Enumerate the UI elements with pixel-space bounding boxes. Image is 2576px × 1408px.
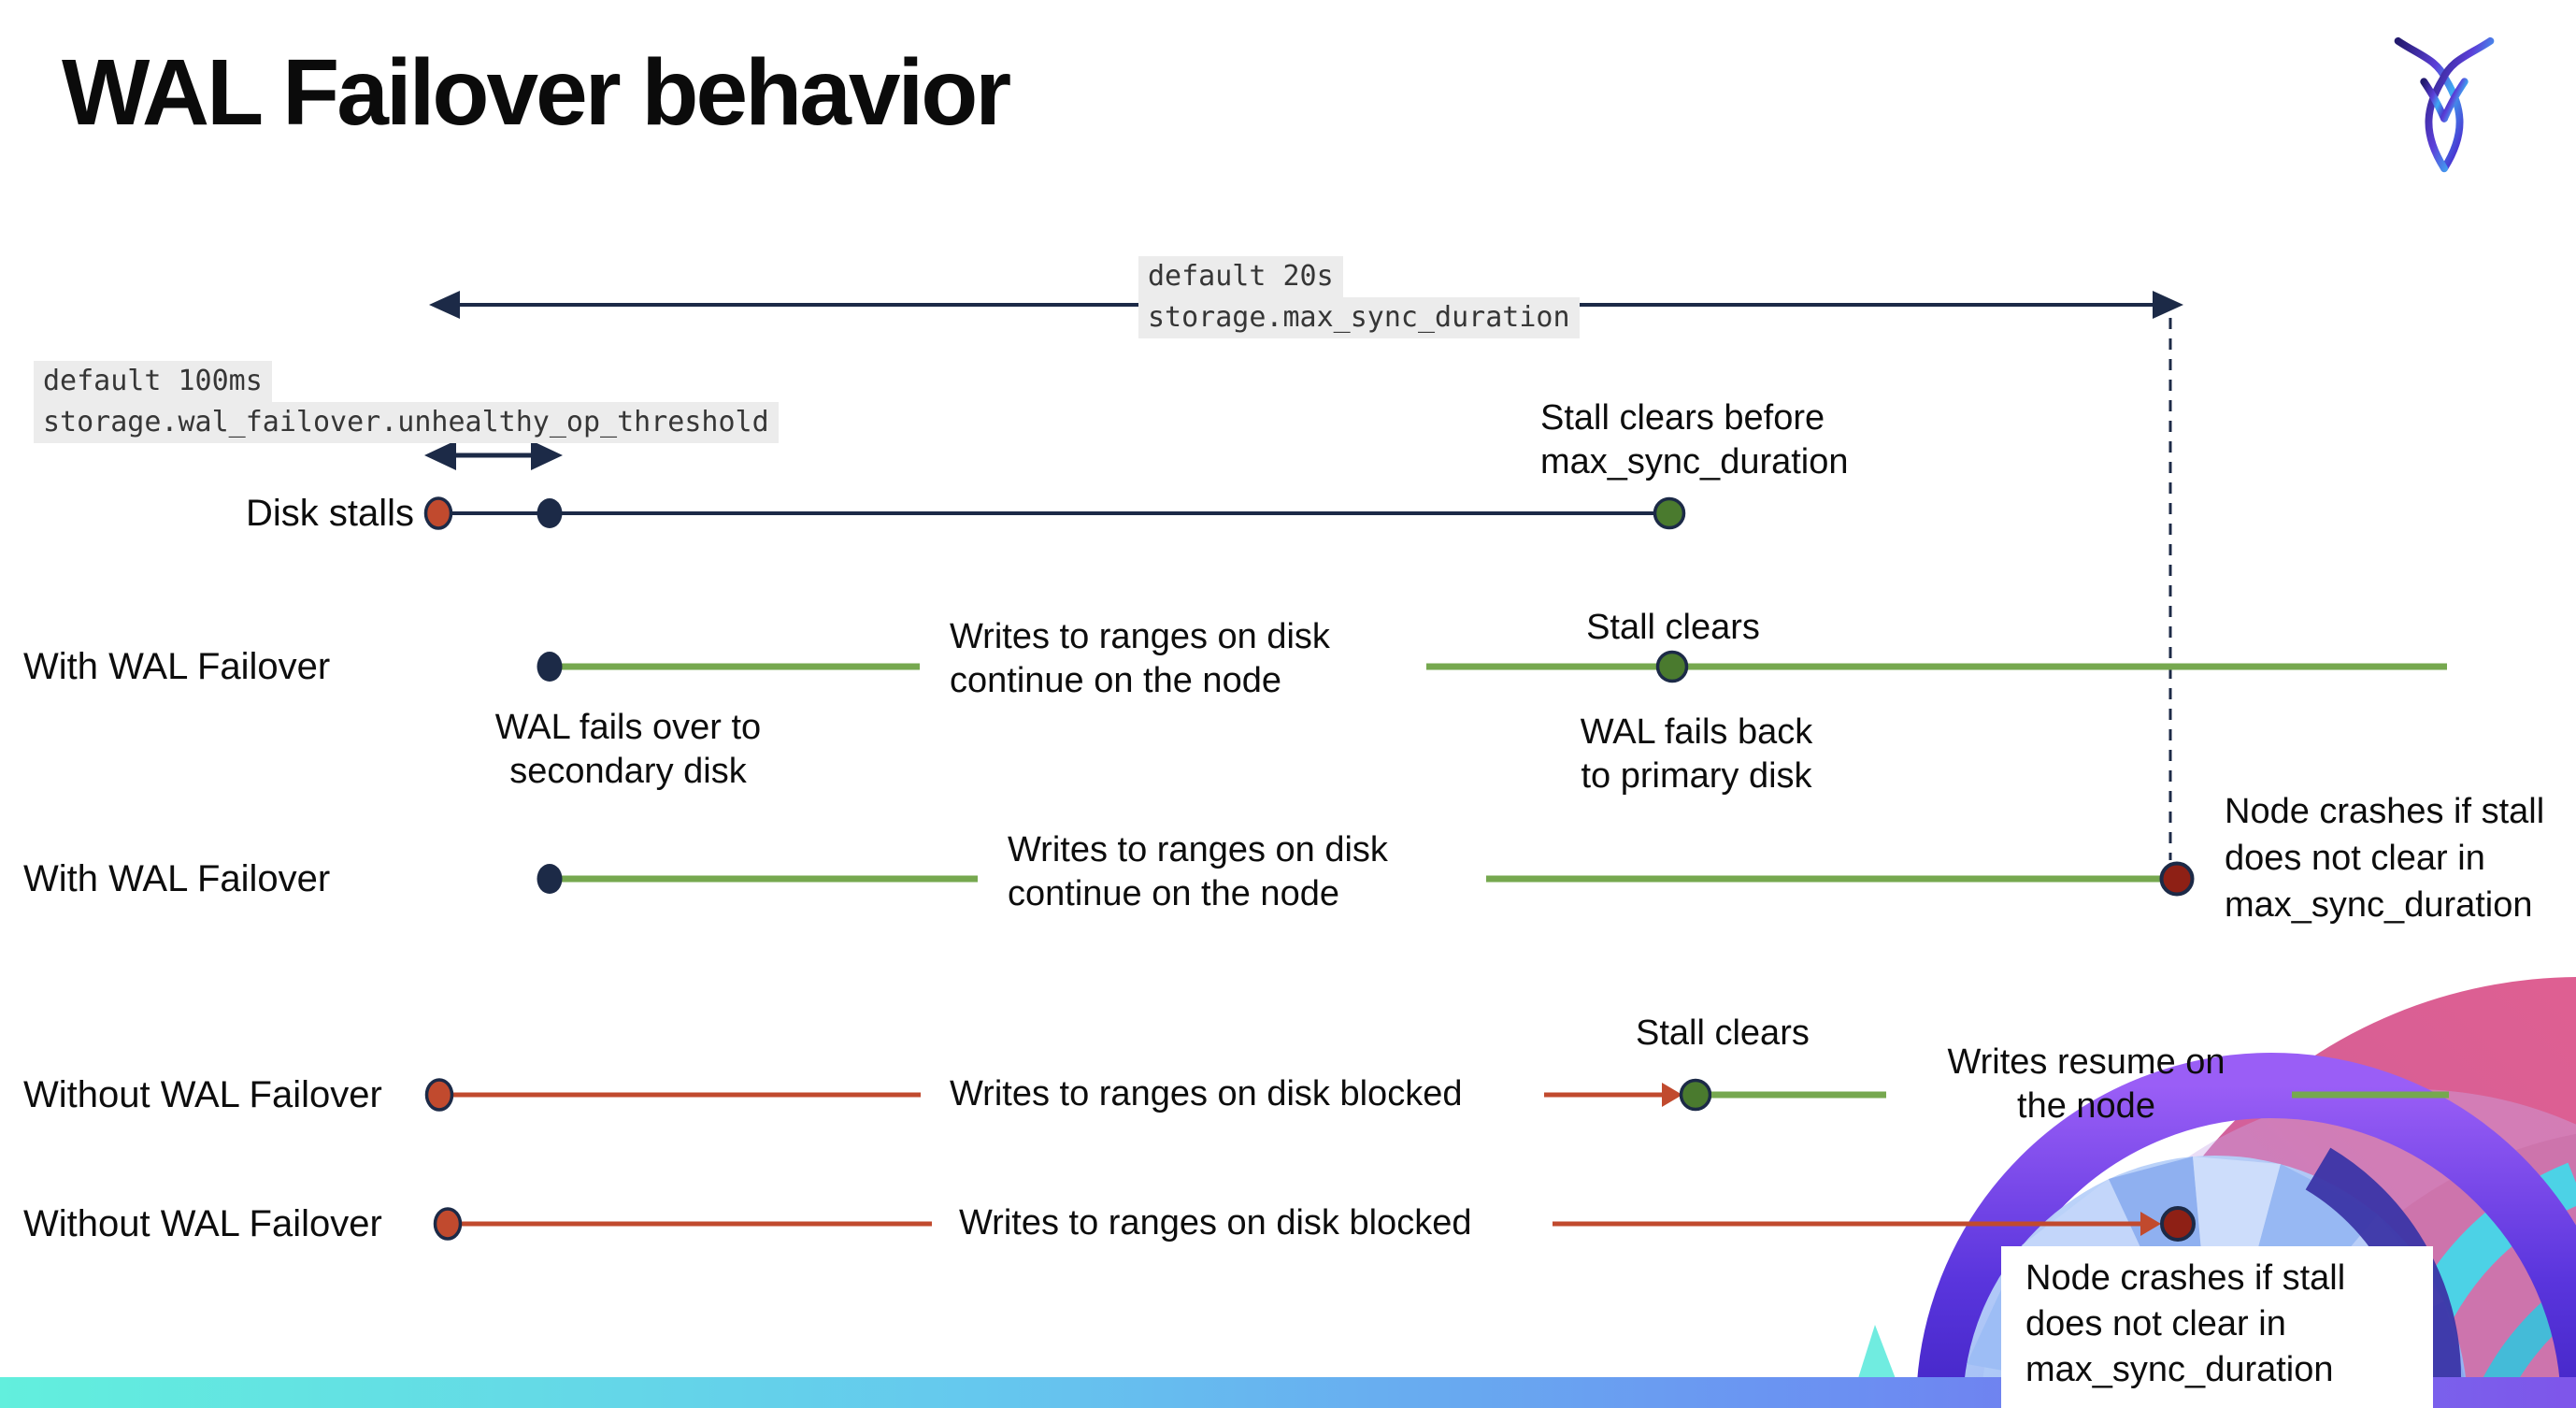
max-sync-setting-label: storage.max_sync_duration [1138, 297, 1580, 338]
arrowhead-left [429, 291, 460, 319]
cockroachdb-logo-icon [2394, 36, 2495, 173]
failover-dot [537, 864, 563, 894]
row-label-without-wal-failover-2: Without WAL Failover [23, 1203, 382, 1244]
writes-continue-note-1: Writes to ranges on disk continue on the… [950, 617, 1330, 700]
red-arrowhead [1662, 1083, 1682, 1107]
red-arrowhead [2140, 1212, 2161, 1236]
stall-clears-before-note: Stall clears before max_sync_duration [1540, 398, 1849, 481]
purple-arch [1916, 1053, 2576, 1408]
crash-note-card: Node crashes if stall does not clear in … [2001, 1246, 2433, 1408]
timeline-row3 [537, 861, 2195, 897]
disk-stall-start-dot [424, 1078, 454, 1112]
threshold-double-arrow [424, 440, 563, 470]
stall-clears-note-1: Stall clears [1586, 608, 1760, 647]
node-crashes-note-with-failover: Node crashes if stall does not clear in … [2225, 792, 2545, 925]
disk-stall-start-dot [433, 1207, 463, 1241]
node-crash-dot [2160, 1206, 2196, 1242]
stall-clears-note-2: Stall clears [1636, 1013, 1810, 1053]
node-crashes-note-without-failover: Node crashes if stall does not clear in … [2025, 1258, 2346, 1389]
timeline-row5 [433, 1206, 2196, 1242]
timeline-row1 [423, 496, 1686, 530]
page-title: WAL Failover behavior [62, 40, 1011, 145]
arrowhead-right [2153, 291, 2183, 319]
row-label-with-wal-failover-1: With WAL Failover [23, 646, 331, 687]
max-sync-default-label: default 20s [1138, 256, 1343, 297]
row-label-without-wal-failover-1: Without WAL Failover [23, 1074, 382, 1115]
disk-stall-start-dot [423, 496, 453, 530]
wal-fails-back-note: WAL fails back to primary disk [1580, 712, 1813, 796]
threshold-setting-label: storage.wal_failover.unhealthy_op_thresh… [34, 402, 779, 443]
writes-continue-note-2: Writes to ranges on disk continue on the… [1008, 830, 1388, 913]
arrowhead-left [424, 440, 456, 470]
wal-fails-over-note: WAL fails over to secondary disk [494, 708, 762, 791]
stall-clears-dot [1655, 650, 1689, 683]
row-label-with-wal-failover-2: With WAL Failover [23, 858, 331, 899]
writes-resume-note: Writes resume on the node [1947, 1042, 2225, 1126]
timeline-row4 [424, 1078, 2449, 1112]
failover-threshold-dot [537, 498, 563, 528]
writes-blocked-note-1: Writes to ranges on disk blocked [950, 1074, 1463, 1113]
timeline-row2 [537, 650, 2447, 683]
arrowhead-right [531, 440, 563, 470]
stall-clears-dot [1653, 496, 1686, 530]
failover-dot [537, 652, 563, 682]
row-label-disk-stalls: Disk stalls [245, 493, 414, 534]
writes-blocked-note-2: Writes to ranges on disk blocked [959, 1203, 1472, 1243]
node-crash-dot [2159, 861, 2195, 897]
threshold-default-label: default 100ms [34, 361, 272, 402]
stall-clears-dot [1679, 1078, 1712, 1112]
